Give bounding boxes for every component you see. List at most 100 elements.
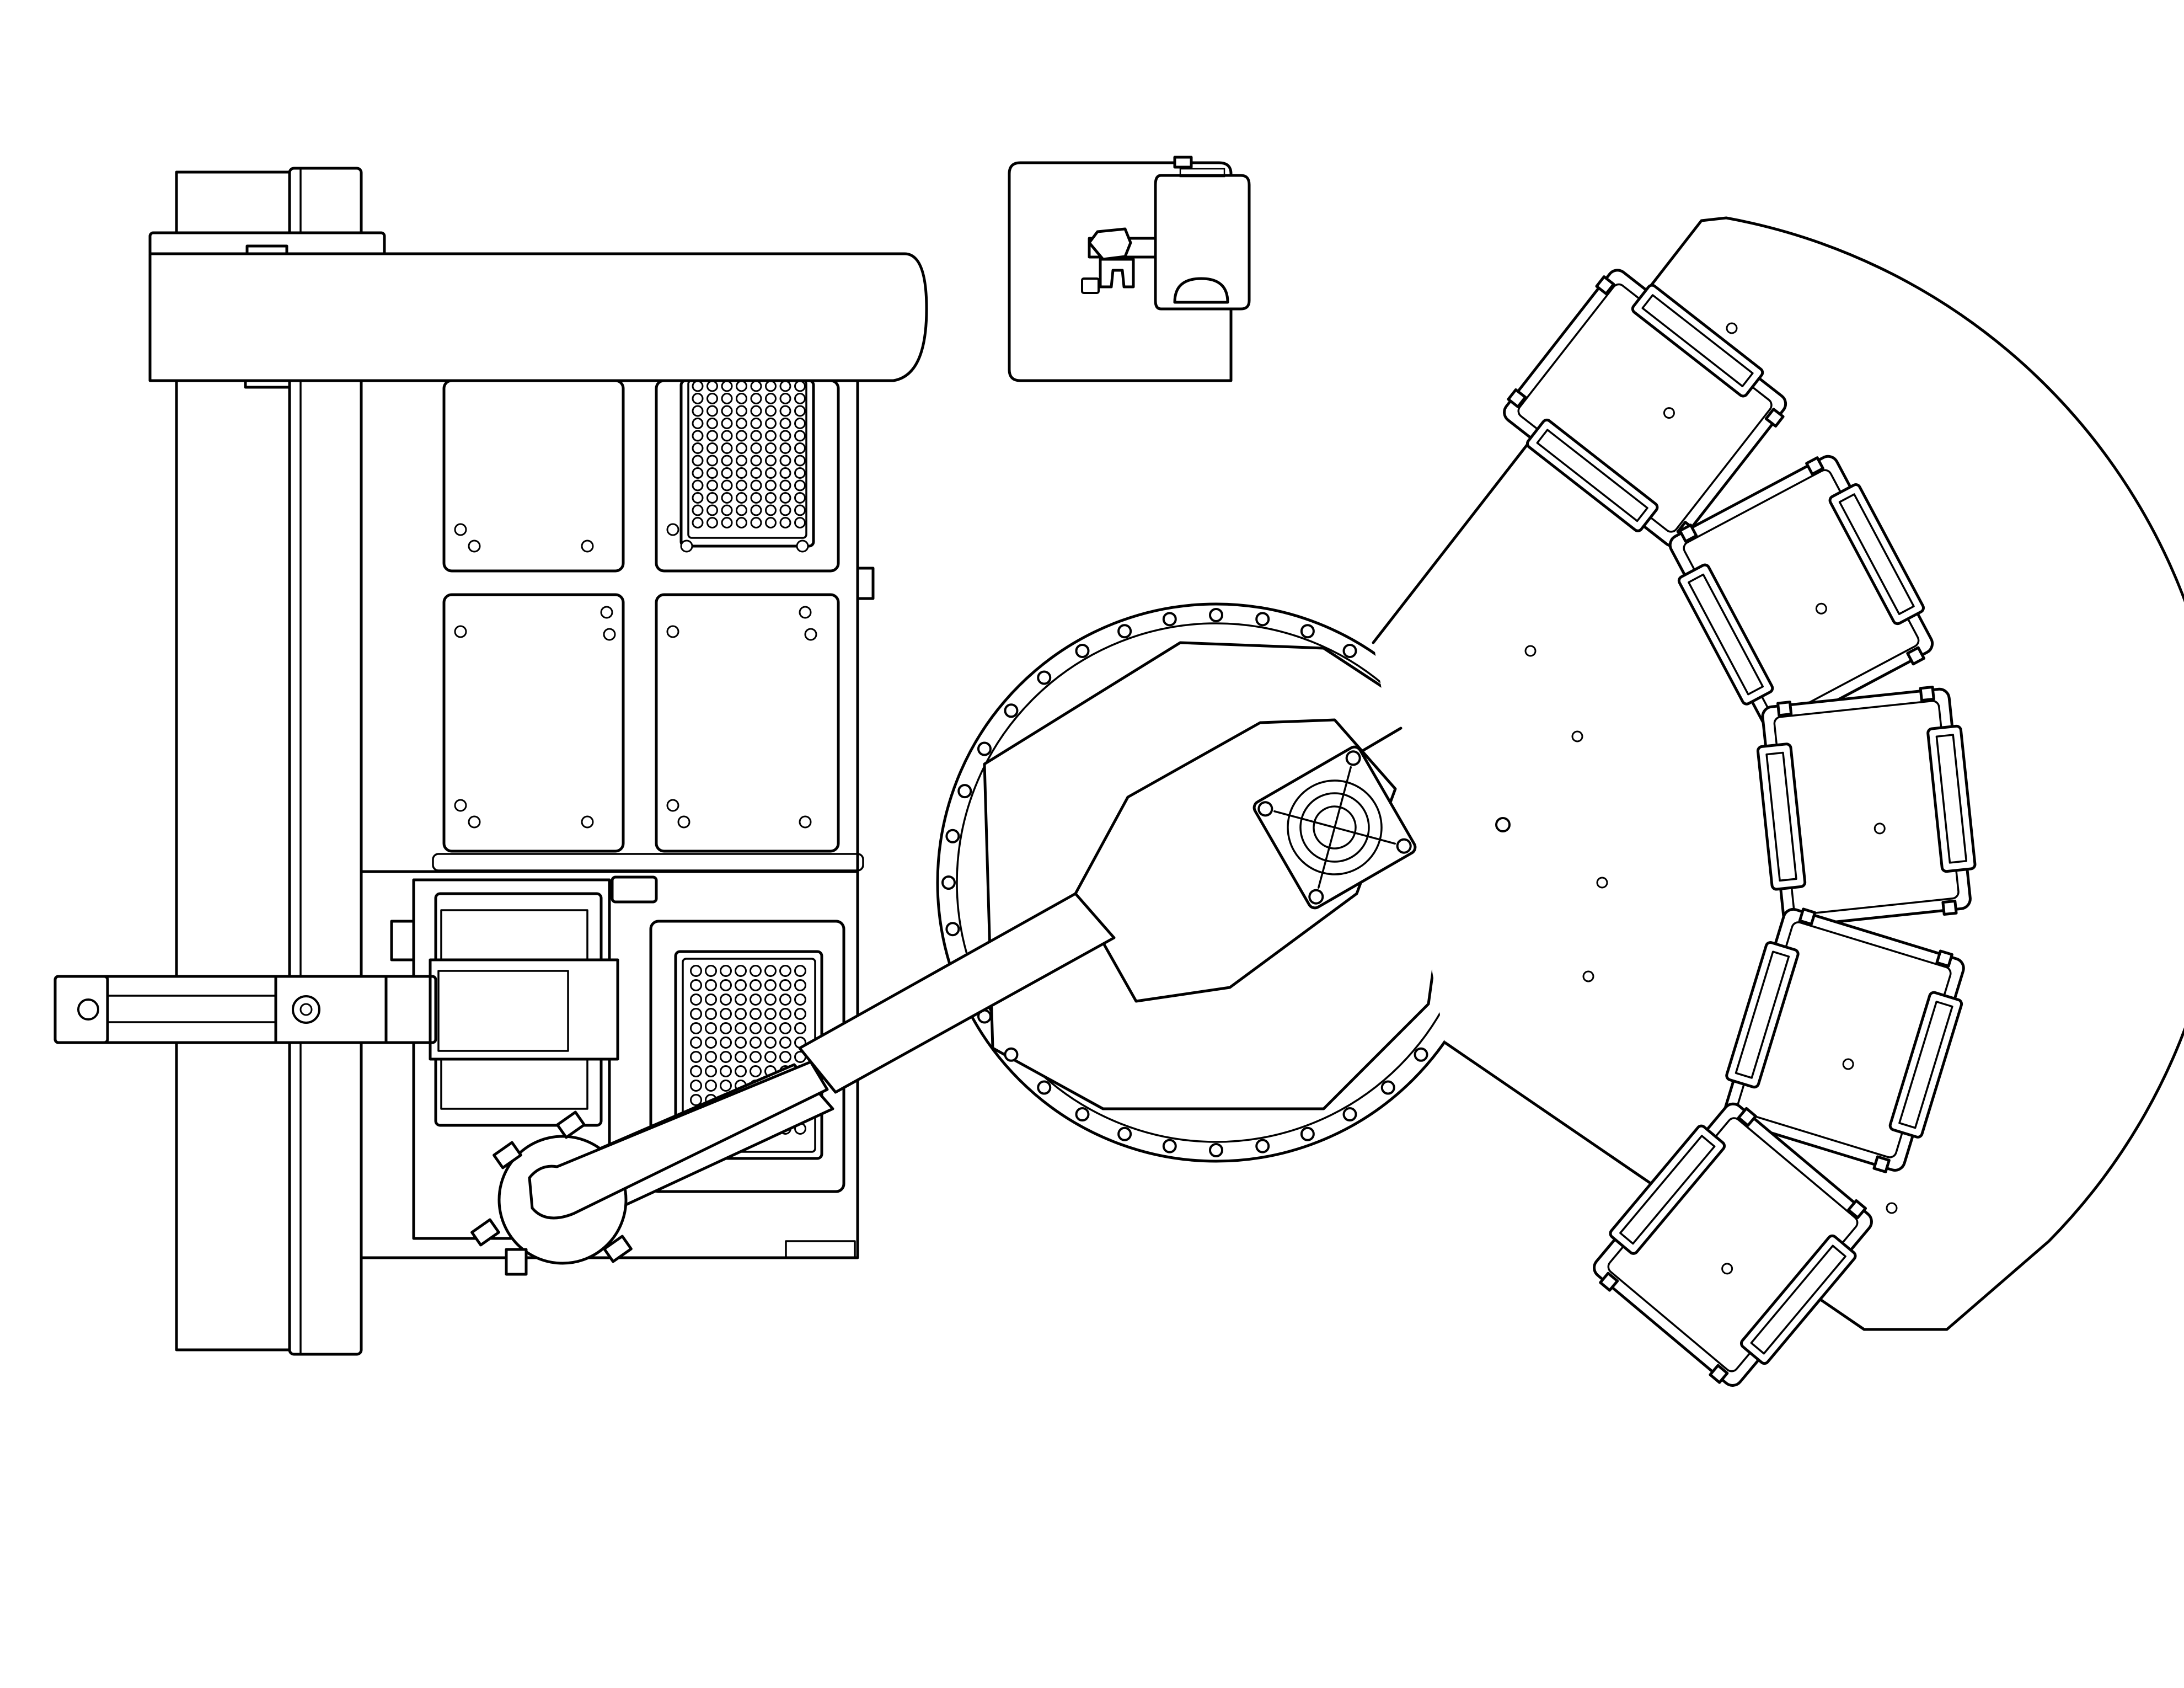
nest-hole [1873, 822, 1886, 835]
flange-bolt [1414, 1047, 1428, 1062]
nest-spring-right [1750, 1244, 1846, 1355]
microplate-well [736, 479, 747, 492]
nest-clamp-right [1739, 1234, 1857, 1365]
microplate-well [779, 393, 791, 404]
microplate-well [779, 504, 791, 516]
microplate-well [706, 380, 718, 392]
microplate-well [705, 993, 717, 1006]
microplate-well [736, 393, 747, 404]
microplate-well [692, 418, 704, 429]
deck-hole [454, 799, 467, 812]
microplate-well [794, 979, 806, 991]
deck-hole [804, 628, 817, 641]
camera-lens-icon [1173, 277, 1229, 304]
nest-spring-left [1735, 950, 1790, 1079]
microplate-well [706, 467, 718, 479]
microplate-well [706, 405, 718, 417]
microplate-well [779, 965, 791, 977]
microplate-well [794, 430, 806, 442]
camera-tab [1173, 156, 1193, 169]
flange-bolt [1162, 1139, 1177, 1153]
microplate-well [705, 1022, 717, 1034]
microplate-well [720, 1037, 732, 1049]
microplate-well [750, 1037, 762, 1049]
nest-tab [1872, 1155, 1891, 1173]
microplate-well [794, 393, 806, 404]
microplate-well [692, 517, 704, 528]
carriage-adapter [384, 975, 432, 1044]
microplate-well [765, 418, 777, 429]
microplate-well [779, 517, 791, 528]
microplate-well [779, 979, 791, 991]
gantry-carriage [53, 975, 437, 1044]
deck-position-b2 [655, 593, 840, 853]
microplate-well [692, 393, 704, 404]
microplate-well [721, 467, 733, 479]
microplate-well [690, 1080, 702, 1092]
microplate-well [721, 418, 733, 429]
deck-hole [581, 815, 594, 829]
flange-bolt [945, 829, 960, 843]
microplate-well [779, 1051, 791, 1063]
microplate-well [750, 517, 762, 528]
microplate-well [692, 467, 704, 479]
nest-tab [1776, 701, 1793, 717]
microplate-well [750, 965, 762, 977]
nest-tab [1599, 1272, 1619, 1292]
microplate-well [765, 393, 777, 404]
microplate-well [750, 442, 762, 454]
flange-bolt [1342, 1107, 1357, 1122]
microplate-well [735, 1037, 747, 1049]
microplate-well [765, 479, 777, 492]
microplate-well [765, 504, 777, 516]
carousel-nest [1756, 685, 1977, 931]
carousel-hole [1886, 1202, 1898, 1214]
nest-tab [1507, 388, 1527, 408]
nest-spring-left [1619, 1135, 1716, 1245]
nest-spring-right [1641, 294, 1754, 387]
microplate-well [750, 993, 762, 1006]
microplate-well [750, 418, 762, 429]
carousel-nests [1503, 269, 1977, 1387]
microplate-well [736, 517, 747, 528]
deck-hole [581, 539, 594, 553]
carousel-nest [1593, 1102, 1873, 1387]
microplate-well [692, 504, 704, 516]
gripper-bracket [611, 875, 658, 904]
carousel-hole [1726, 322, 1738, 334]
flange-bolt [1209, 1143, 1223, 1157]
microplate-well [720, 965, 732, 977]
microplate-well [765, 430, 777, 442]
microplate-well [750, 455, 762, 467]
nest-tab [1941, 899, 1958, 916]
microplate-well [736, 492, 747, 504]
carousel-hole [1596, 877, 1608, 889]
deck-position-a1 [442, 379, 625, 573]
microplate-well [706, 479, 718, 492]
microplate-well [706, 393, 718, 404]
microplate-well [692, 430, 704, 442]
flange-bolt [1075, 643, 1090, 658]
microplate-wells-top [692, 380, 806, 528]
microplate-well [750, 405, 762, 417]
microplate-well [779, 1008, 791, 1020]
microplate-well [735, 1051, 747, 1063]
deck-hole [468, 539, 481, 553]
microplate-well [736, 380, 747, 392]
microplate-well [779, 492, 791, 504]
nest-clamp-right [1631, 284, 1764, 398]
nest-tab [1709, 1364, 1729, 1384]
deck-hole [666, 523, 679, 536]
nest-tab [1919, 685, 1935, 702]
microplate-well [692, 380, 704, 392]
microplate-well [735, 1065, 747, 1077]
nest-hole [1842, 1058, 1854, 1070]
microplate-well [690, 1022, 702, 1034]
microplate-well [794, 965, 806, 977]
microplate-well [794, 1022, 806, 1034]
microplate-well [705, 1008, 717, 1020]
microplate-well [765, 467, 777, 479]
microplate-well [750, 430, 762, 442]
crossbeam-foot [244, 379, 291, 389]
microplate-well [735, 979, 747, 991]
